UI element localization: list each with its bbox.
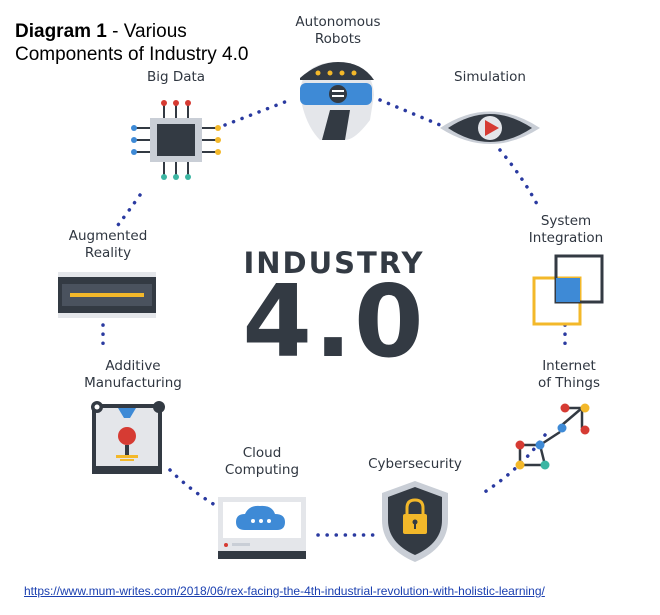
center-title-industry: INDUSTRY	[243, 246, 425, 280]
caption-bold: Diagram 1	[15, 21, 107, 42]
label-line: Big Data	[146, 69, 206, 85]
center-title-version: 4.0	[242, 263, 426, 380]
label-line: System	[540, 213, 592, 229]
label-cybersecurity: Cybersecurity	[368, 456, 462, 473]
label-line: Cloud	[242, 445, 282, 461]
source-link[interactable]: https://www.mum-writes.com/2018/06/rex-f…	[24, 584, 545, 598]
label-augmented-reality: Augmented Reality	[69, 228, 148, 262]
label-line: Augmented	[68, 228, 148, 244]
label-cloud-computing: Cloud Computing	[225, 445, 299, 479]
shield-lock-icon	[382, 481, 448, 562]
label-autonomous-robots: Autonomous Robots	[295, 14, 380, 48]
label-additive-manufacturing: Additive Manufacturing	[84, 358, 182, 392]
label-line: Internet	[542, 358, 596, 374]
caption-rest: - Various	[106, 21, 187, 42]
integration-squares-icon	[532, 254, 604, 326]
label-big-data: Big Data	[147, 69, 205, 86]
chip-icon	[131, 100, 221, 180]
label-line: Simulation	[454, 69, 526, 85]
label-simulation: Simulation	[454, 69, 526, 86]
label-line: Additive	[105, 358, 161, 374]
label-line: Manufacturing	[84, 375, 182, 391]
label-line: Robots	[314, 31, 362, 47]
eye-icon	[440, 111, 540, 144]
label-line: of Things	[537, 375, 601, 391]
ar-headset-icon	[58, 272, 156, 318]
robot-head-icon	[300, 62, 374, 140]
label-line: Reality	[84, 245, 132, 261]
label-line: Computing	[224, 462, 300, 478]
label-line: Autonomous	[295, 14, 381, 30]
3d-printer-icon	[91, 401, 165, 474]
caption-line2: Components of Industry 4.0	[15, 44, 249, 65]
label-line: Integration	[528, 230, 604, 246]
label-internet-of-things: Internet of Things	[538, 358, 600, 392]
diagram-caption: Diagram 1 - Various Components of Indust…	[15, 20, 248, 66]
monitor-cloud-icon	[218, 497, 306, 559]
iot-node-dots	[515, 403, 590, 470]
label-system-integration: System Integration	[529, 213, 603, 247]
label-line: Cybersecurity	[368, 456, 462, 472]
